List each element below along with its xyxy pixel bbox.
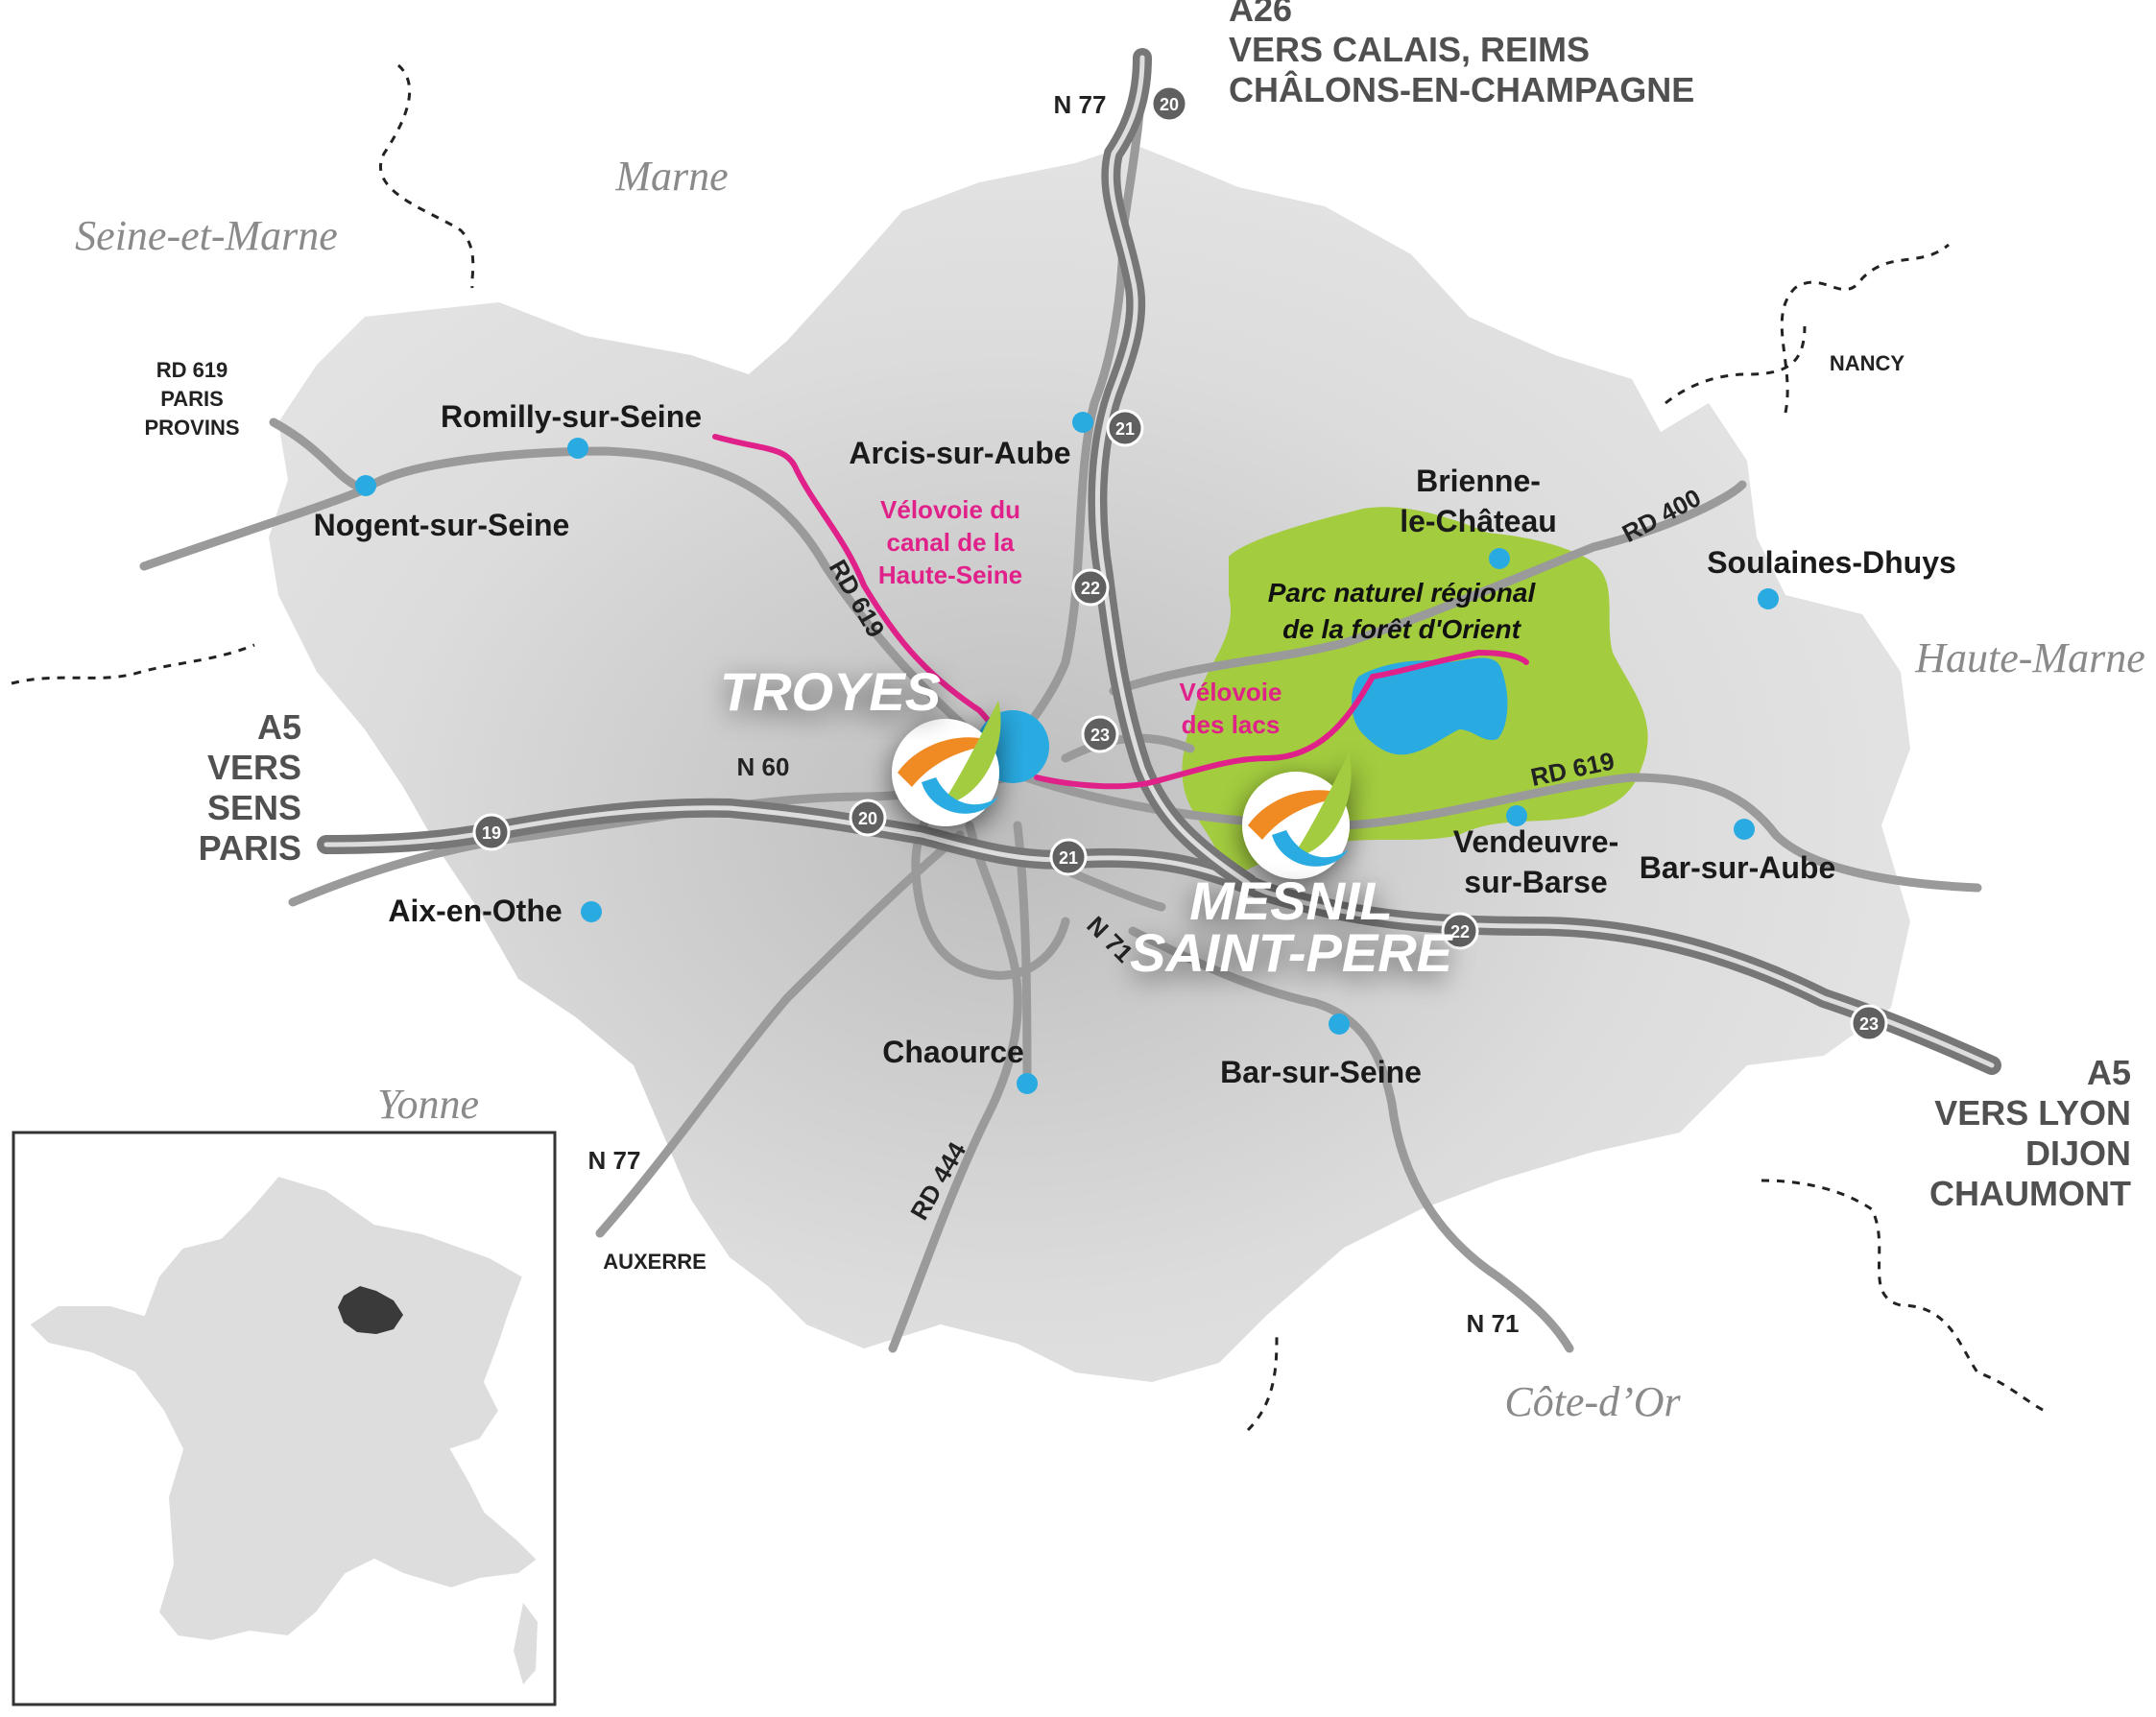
svg-text:SAINT-PERE: SAINT-PERE <box>1130 922 1454 983</box>
svg-text:VERS CALAIS, REIMS: VERS CALAIS, REIMS <box>1229 30 1590 69</box>
shield-21-north: 21 <box>1106 409 1144 447</box>
svg-text:23: 23 <box>1859 1014 1879 1034</box>
corsica-outline <box>514 1603 538 1684</box>
road-label-n71-south: N 71 <box>1467 1309 1520 1338</box>
svg-text:A5: A5 <box>2087 1053 2131 1092</box>
aube-inset-marker <box>338 1286 403 1334</box>
svg-text:des lacs: des lacs <box>1182 710 1281 739</box>
destination-east: A5 VERS LYON DIJON CHAUMONT <box>1929 1053 2131 1213</box>
svg-text:de la forêt d'Orient: de la forêt d'Orient <box>1282 614 1521 644</box>
destination-nancy: NANCY <box>1830 351 1905 375</box>
highways <box>317 48 2001 1075</box>
svg-text:22: 22 <box>1450 922 1470 942</box>
velovoie-lacs-label: Vélovoie des lacs <box>1180 678 1282 739</box>
town-brienne-2: le-Château <box>1400 504 1557 538</box>
town-vendeuvre-2: sur-Barse <box>1464 865 1607 899</box>
shield-22-east: 22 <box>1441 912 1479 950</box>
town-soulaines: Soulaines-Dhuys <box>1707 545 1956 580</box>
svg-text:Vélovoie du: Vélovoie du <box>880 495 1020 524</box>
aube-region <box>269 144 1910 1382</box>
troyes-logo-marker <box>892 701 1001 826</box>
svg-text:VERS: VERS <box>207 748 301 787</box>
town-dots <box>355 412 1779 1094</box>
mesnil-logo-marker <box>1242 753 1352 879</box>
town-romilly: Romilly-sur-Seine <box>441 399 702 434</box>
velovoie-canal-label: Vélovoie du canal de la Haute-Seine <box>878 495 1022 589</box>
svg-text:Parc naturel régional: Parc naturel régional <box>1268 578 1537 608</box>
svg-text:20: 20 <box>858 809 877 828</box>
france-outline <box>27 1174 539 1643</box>
svg-text:VERS LYON: VERS LYON <box>1934 1093 2131 1133</box>
destination-west: A5 VERS SENS PARIS <box>199 707 301 868</box>
velovoie-lacs-route <box>1034 649 1529 790</box>
town-chaource: Chaource <box>882 1035 1024 1069</box>
department-borders <box>11 63 2046 1432</box>
secondary-roads <box>139 53 1982 1353</box>
highway-shields: 20 21 22 23 19 20 21 22 23 <box>472 84 1888 1042</box>
dept-yonne-label: Yonne <box>377 1081 479 1128</box>
dept-seine-et-marne-label: Seine-et-Marne <box>75 212 338 259</box>
dept-marne-label: Marne <box>614 153 728 200</box>
velovoie-routes <box>712 434 1529 790</box>
dept-haute-marne-label: Haute-Marne <box>1914 634 2145 681</box>
svg-text:MESNIL: MESNIL <box>1189 870 1393 931</box>
town-nogent: Nogent-sur-Seine <box>314 508 570 542</box>
svg-text:PARIS: PARIS <box>160 387 224 411</box>
destination-north: A26 VERS CALAIS, REIMS CHÂLONS-EN-CHAMPA… <box>1229 0 1694 109</box>
svg-text:19: 19 <box>482 823 501 843</box>
park-label: Parc naturel régional de la forêt d'Orie… <box>1268 578 1537 644</box>
velovoie-canal-route <box>712 434 1020 771</box>
city-troyes-label: TROYES <box>720 661 941 722</box>
france-inset <box>12 1131 557 1706</box>
svg-text:23: 23 <box>1090 726 1110 745</box>
svg-text:22: 22 <box>1081 579 1100 598</box>
town-brienne-1: Brienne- <box>1416 464 1541 498</box>
shield-23-east: 23 <box>1850 1004 1888 1042</box>
svg-text:21: 21 <box>1115 419 1135 439</box>
road-label-n60: N 60 <box>737 752 790 781</box>
svg-text:CHAUMONT: CHAUMONT <box>1929 1174 2131 1213</box>
svg-text:TROYES: TROYES <box>720 661 941 722</box>
svg-text:Haute-Seine: Haute-Seine <box>878 560 1022 589</box>
svg-text:DIJON: DIJON <box>2025 1133 2131 1173</box>
shield-21-center: 21 <box>1049 838 1088 876</box>
destination-auxerre: AUXERRE <box>603 1250 707 1274</box>
svg-text:RD 619: RD 619 <box>156 358 228 382</box>
svg-text:SENS: SENS <box>207 788 301 827</box>
town-bar-aube: Bar-sur-Aube <box>1640 850 1835 885</box>
svg-text:20: 20 <box>1160 95 1179 114</box>
town-arcis: Arcis-sur-Aube <box>849 436 1070 470</box>
lake-orient <box>1352 657 1508 755</box>
road-label-n77-north: N 77 <box>1054 90 1107 119</box>
shield-22-north: 22 <box>1071 568 1110 607</box>
shield-20-north: 20 <box>1150 84 1188 123</box>
svg-text:A5: A5 <box>257 707 301 747</box>
road-label-n77-south: N 77 <box>588 1146 641 1175</box>
dept-cote-d-or-label: Côte-d’Or <box>1504 1378 1681 1425</box>
svg-text:21: 21 <box>1059 848 1078 868</box>
shield-20-center: 20 <box>849 799 887 837</box>
destination-northwest: RD 619 PARIS PROVINS <box>144 358 239 440</box>
svg-text:CHÂLONS-EN-CHAMPAGNE: CHÂLONS-EN-CHAMPAGNE <box>1229 69 1694 109</box>
shield-19: 19 <box>472 813 511 851</box>
town-aix: Aix-en-Othe <box>388 894 562 928</box>
svg-text:PARIS: PARIS <box>199 828 301 868</box>
svg-text:A26: A26 <box>1229 0 1292 29</box>
town-vendeuvre-1: Vendeuvre- <box>1453 824 1619 859</box>
shield-23-center: 23 <box>1081 715 1119 753</box>
svg-text:canal de la: canal de la <box>887 528 1015 557</box>
svg-text:PROVINS: PROVINS <box>144 416 239 440</box>
town-bar-seine: Bar-sur-Seine <box>1220 1055 1422 1089</box>
svg-text:Vélovoie: Vélovoie <box>1180 678 1282 706</box>
city-mesnil-label: MESNIL SAINT-PERE <box>1130 870 1454 983</box>
